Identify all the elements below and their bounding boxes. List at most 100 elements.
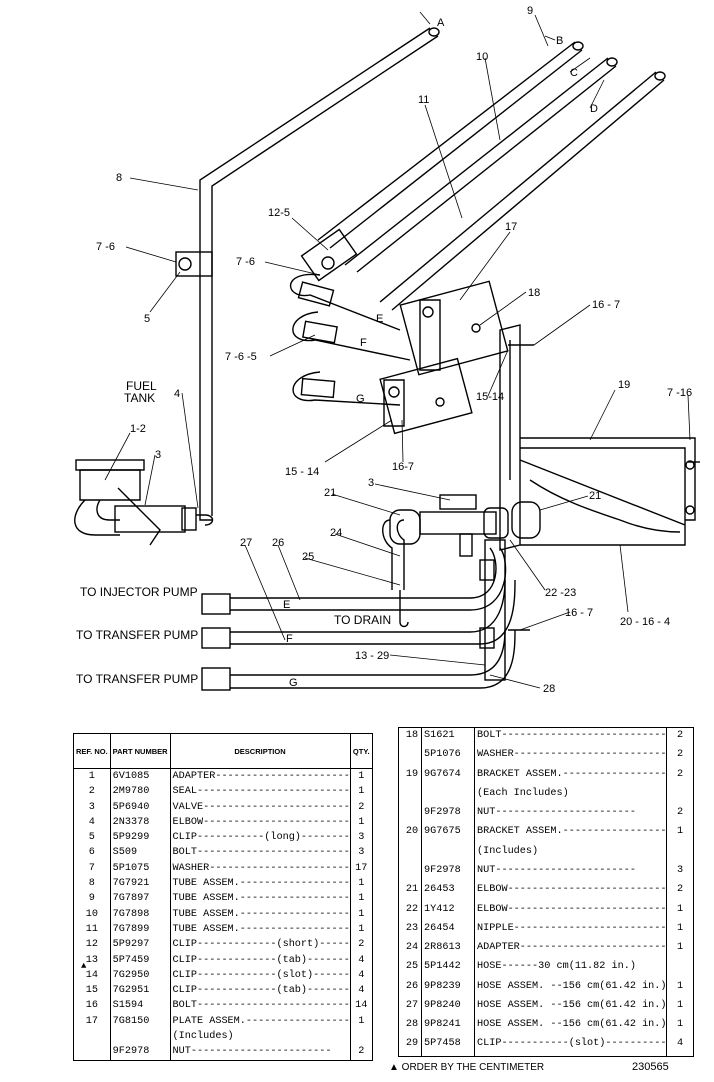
callout-24: 24 xyxy=(330,527,342,539)
description-cell: (Includes) xyxy=(474,843,667,863)
part-number-cell: 26453 xyxy=(421,882,475,902)
ref-no-cell xyxy=(73,1029,111,1045)
ref-no-cell xyxy=(403,747,422,767)
leader-lines xyxy=(104,11,691,689)
table-row: 55P9299CLIP-----------(long)------------… xyxy=(73,830,373,846)
qty-cell: 2 xyxy=(358,939,365,951)
description-cell: ELBOW--------------------------- xyxy=(474,882,667,902)
ref-no-cell xyxy=(403,863,422,883)
hose-letter-f-bottom: F xyxy=(286,633,293,645)
ref-no-cell xyxy=(403,805,422,825)
col-description: DESCRIPTION xyxy=(170,733,351,769)
ref-no-cell: 7 xyxy=(73,860,111,877)
description-cell: NUT----------------------- xyxy=(474,805,667,825)
ref-no-cell: 10 xyxy=(73,906,111,922)
part-number-cell: 26454 xyxy=(421,920,475,941)
ref-no-cell: 26 xyxy=(403,978,422,998)
callout-19: 19 xyxy=(618,379,630,391)
part-number-cell: 5P9299 xyxy=(110,830,171,846)
fuel-line-exploded-diagram: A 9 B C 10 D 11 8 12-5 17 7 -6 7 -6 5 18… xyxy=(74,5,700,695)
description-cell: TUBE ASSEM.----------------------- xyxy=(170,891,351,907)
qty-cell: 1 xyxy=(676,980,684,992)
description-cell: WASHER---------------------------- xyxy=(170,860,351,877)
table-row: 22M9780SEAL-----------------------------… xyxy=(73,784,373,800)
part-number-cell: 7G2950 xyxy=(110,967,171,984)
parts-table-body-left: 16V1085ADAPTER--------------------------… xyxy=(73,768,373,1061)
qty-cell: 2 xyxy=(676,749,684,761)
table-row: 147G2950CLIP-------------(slot)---------… xyxy=(73,967,373,984)
part-number-cell: 9F2978 xyxy=(421,805,475,825)
callout-c: C xyxy=(570,67,578,79)
description-cell: NIPPLE-------------------------- xyxy=(474,920,667,941)
callout-27: 27 xyxy=(240,537,252,549)
callout-28: 28 xyxy=(543,683,555,695)
qty-cell: 1 xyxy=(676,922,684,934)
callout-7-16: 7 -16 xyxy=(667,387,692,399)
qty-cell: 4 xyxy=(358,969,365,981)
description-cell: CLIP-------------(tab)----------- xyxy=(170,983,351,999)
to-drain-label: TO DRAIN xyxy=(334,613,391,627)
qty-cell: 2 xyxy=(676,768,684,780)
table-row: (Each Includes) xyxy=(399,785,694,806)
callout-16-7-mid: 16-7 xyxy=(392,461,414,473)
to-transfer-pump-label-1: TO TRANSFER PUMP xyxy=(76,628,198,642)
description-cell: ELBOW--------------------------- xyxy=(474,901,667,921)
qty-cell: 1 xyxy=(676,826,684,838)
description-cell: TUBE ASSEM.----------------------- xyxy=(170,876,351,892)
ref-no-cell: 20 xyxy=(403,824,422,844)
part-number-cell: 7G2951 xyxy=(110,983,171,999)
callout-7-6-mid: 7 -6 xyxy=(236,256,255,268)
table-row: 157G2951CLIP-------------(tab)----------… xyxy=(73,983,373,999)
description-cell: (Includes) xyxy=(170,1029,351,1045)
callout-b: B xyxy=(556,35,563,47)
description-cell: CLIP-------------(slot)---------- xyxy=(170,967,351,984)
table-row: 42N3378ELBOW----------------------------… xyxy=(73,814,373,831)
part-number-cell: 5P1075 xyxy=(110,860,171,877)
qty-cell xyxy=(667,959,694,978)
part-number-cell: 9F2978 xyxy=(110,1044,171,1061)
part-number-cell: 5P6940 xyxy=(110,799,171,815)
part-number-cell: 5P1076 xyxy=(421,747,475,767)
qty-cell xyxy=(667,844,694,863)
callout-21-left: 21 xyxy=(324,487,336,499)
qty-cell: 1 xyxy=(358,771,365,782)
part-number-cell: S1594 xyxy=(110,998,171,1014)
ref-no-cell: 21 xyxy=(403,882,422,902)
description-cell: WASHER-------------------------- xyxy=(474,747,667,767)
callout-13-29: 13 - 29 xyxy=(355,650,389,662)
ref-no-cell: 2 xyxy=(73,784,111,800)
part-number-cell xyxy=(421,785,475,806)
tube-lines xyxy=(74,27,700,691)
part-number-cell: 7G7897 xyxy=(110,891,171,907)
callout-7-6-left: 7 -6 xyxy=(96,241,115,253)
description-cell: CLIP-----------(slot)----------- xyxy=(474,1036,667,1057)
qty-cell: 1 xyxy=(676,1019,684,1031)
part-number-cell xyxy=(110,1029,171,1045)
qty-cell: 4 xyxy=(358,985,365,997)
part-number-cell: 9P8239 xyxy=(421,978,475,998)
ref-no-cell: 5 xyxy=(73,830,111,846)
col-qty: QTY. xyxy=(350,733,373,769)
description-cell: TUBE ASSEM.----------------------- xyxy=(170,906,351,922)
qty-cell: 4 xyxy=(358,954,365,966)
part-number-cell: 5P1442 xyxy=(421,959,475,979)
ref-no-cell: 23 xyxy=(403,920,422,941)
qty-cell: 1 xyxy=(358,908,365,920)
description-cell: (Each Includes) xyxy=(474,785,667,806)
table-row: 16V1085ADAPTER--------------------------… xyxy=(73,768,373,785)
callout-3-bottom: 3 xyxy=(368,477,374,489)
ref-no-cell: 4 xyxy=(73,814,111,831)
ref-no-cell: 22 xyxy=(403,901,422,921)
description-cell: BRACKET ASSEM.------------------ xyxy=(474,824,667,844)
ref-no-cell: 27 xyxy=(403,997,422,1018)
description-cell: PLATE ASSEM.---------------------- xyxy=(170,1013,351,1030)
